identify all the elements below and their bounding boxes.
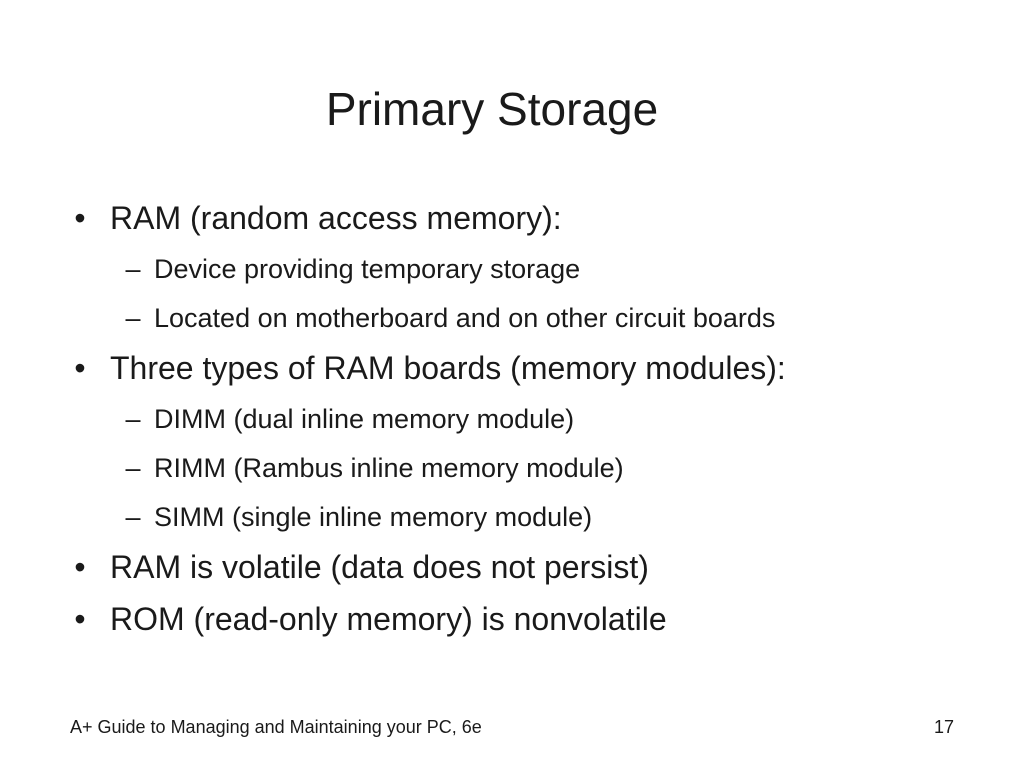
bullet-text: RAM (random access memory): bbox=[110, 200, 562, 236]
bullet-item: • Three types of RAM boards (memory modu… bbox=[70, 344, 970, 392]
bullet-mark: • bbox=[74, 601, 86, 637]
sub-bullet-item: – Located on motherboard and on other ci… bbox=[70, 295, 970, 341]
slide-title: Primary Storage bbox=[325, 83, 659, 135]
bullet-item: • ROM (read-only memory) is nonvolatile bbox=[70, 595, 970, 643]
bullet-item: • RAM is volatile (data does not persist… bbox=[70, 543, 970, 591]
bullet-item: • RAM (random access memory): bbox=[70, 194, 970, 242]
sub-bullet-mark: – bbox=[125, 254, 141, 284]
sub-bullet-item: – SIMM (single inline memory module) bbox=[70, 494, 970, 540]
sub-bullet-item: – DIMM (dual inline memory module) bbox=[70, 396, 970, 442]
sub-bullet-item: – Device providing temporary storage bbox=[70, 246, 970, 292]
bullet-text: ROM (read-only memory) is nonvolatile bbox=[110, 601, 667, 637]
bullet-text: RAM is volatile (data does not persist) bbox=[110, 549, 649, 585]
sub-bullet-mark: – bbox=[125, 502, 141, 532]
bullet-mark: • bbox=[74, 350, 86, 386]
sub-bullet-mark: – bbox=[125, 404, 141, 434]
sub-bullet-text: RIMM (Rambus inline memory module) bbox=[154, 453, 624, 483]
sub-bullet-text: DIMM (dual inline memory module) bbox=[154, 404, 575, 434]
sub-bullet-text: SIMM (single inline memory module) bbox=[154, 502, 593, 532]
bullet-mark: • bbox=[74, 549, 86, 585]
sub-bullet-mark: – bbox=[125, 303, 141, 333]
sub-bullet-text: Device providing temporary storage bbox=[154, 254, 581, 284]
page-number: 17 bbox=[933, 717, 954, 737]
slide-content: • RAM (random access memory): – Device p… bbox=[70, 194, 970, 647]
sub-bullet-mark: – bbox=[125, 453, 141, 483]
sub-bullet-item: – RIMM (Rambus inline memory module) bbox=[70, 445, 970, 491]
footer-text: A+ Guide to Managing and Maintaining you… bbox=[70, 717, 482, 737]
bullet-mark: • bbox=[74, 200, 86, 236]
bullet-text: Three types of RAM boards (memory module… bbox=[110, 350, 786, 386]
sub-bullet-text: Located on motherboard and on other circ… bbox=[154, 303, 776, 333]
